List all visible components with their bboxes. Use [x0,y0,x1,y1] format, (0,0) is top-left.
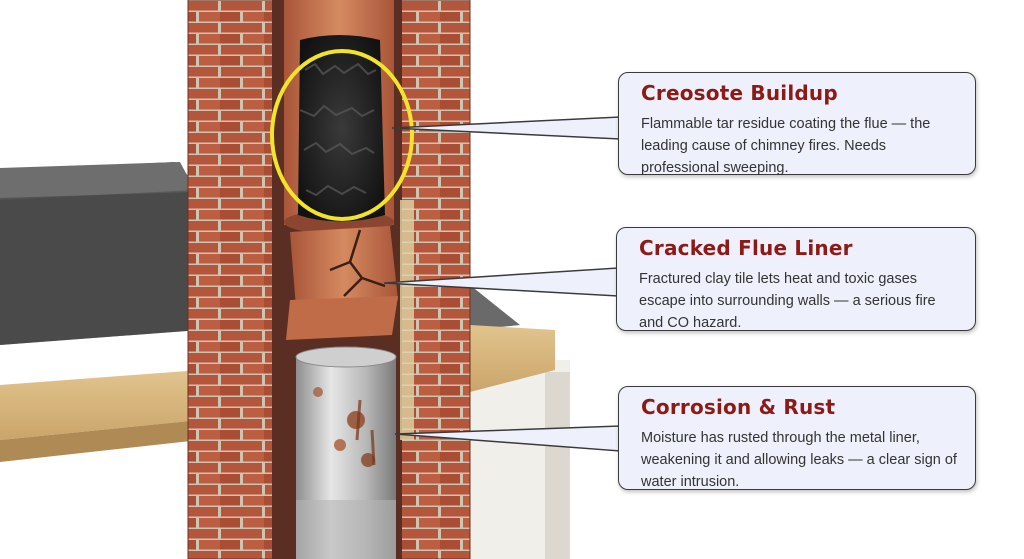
callout-title: Corrosion & Rust [641,395,836,419]
callout-body: Fractured clay tile lets heat and toxic … [639,271,936,331]
floor-beam [0,325,555,462]
metal-liner [295,346,397,559]
roof-section [0,162,200,345]
callout-creosote: Creosote Buildup Flammable tar residue c… [618,72,976,176]
cracked-tile [286,200,414,440]
callout-title: Creosote Buildup [641,81,838,105]
callout-cracked-liner: Cracked Flue Liner Fractured clay tile l… [616,227,976,331]
callout-corrosion: Corrosion & Rust Moisture has rusted thr… [618,386,976,490]
callout-title: Cracked Flue Liner [639,236,853,260]
creosote-deposit [298,35,385,222]
creosote-highlight-ring [270,49,414,221]
rusted-liner [313,387,376,467]
right-siding [470,285,570,559]
callout-body: Flammable tar residue coating the flue —… [641,116,931,176]
callout-body: Moisture has rusted through the metal li… [641,430,957,490]
